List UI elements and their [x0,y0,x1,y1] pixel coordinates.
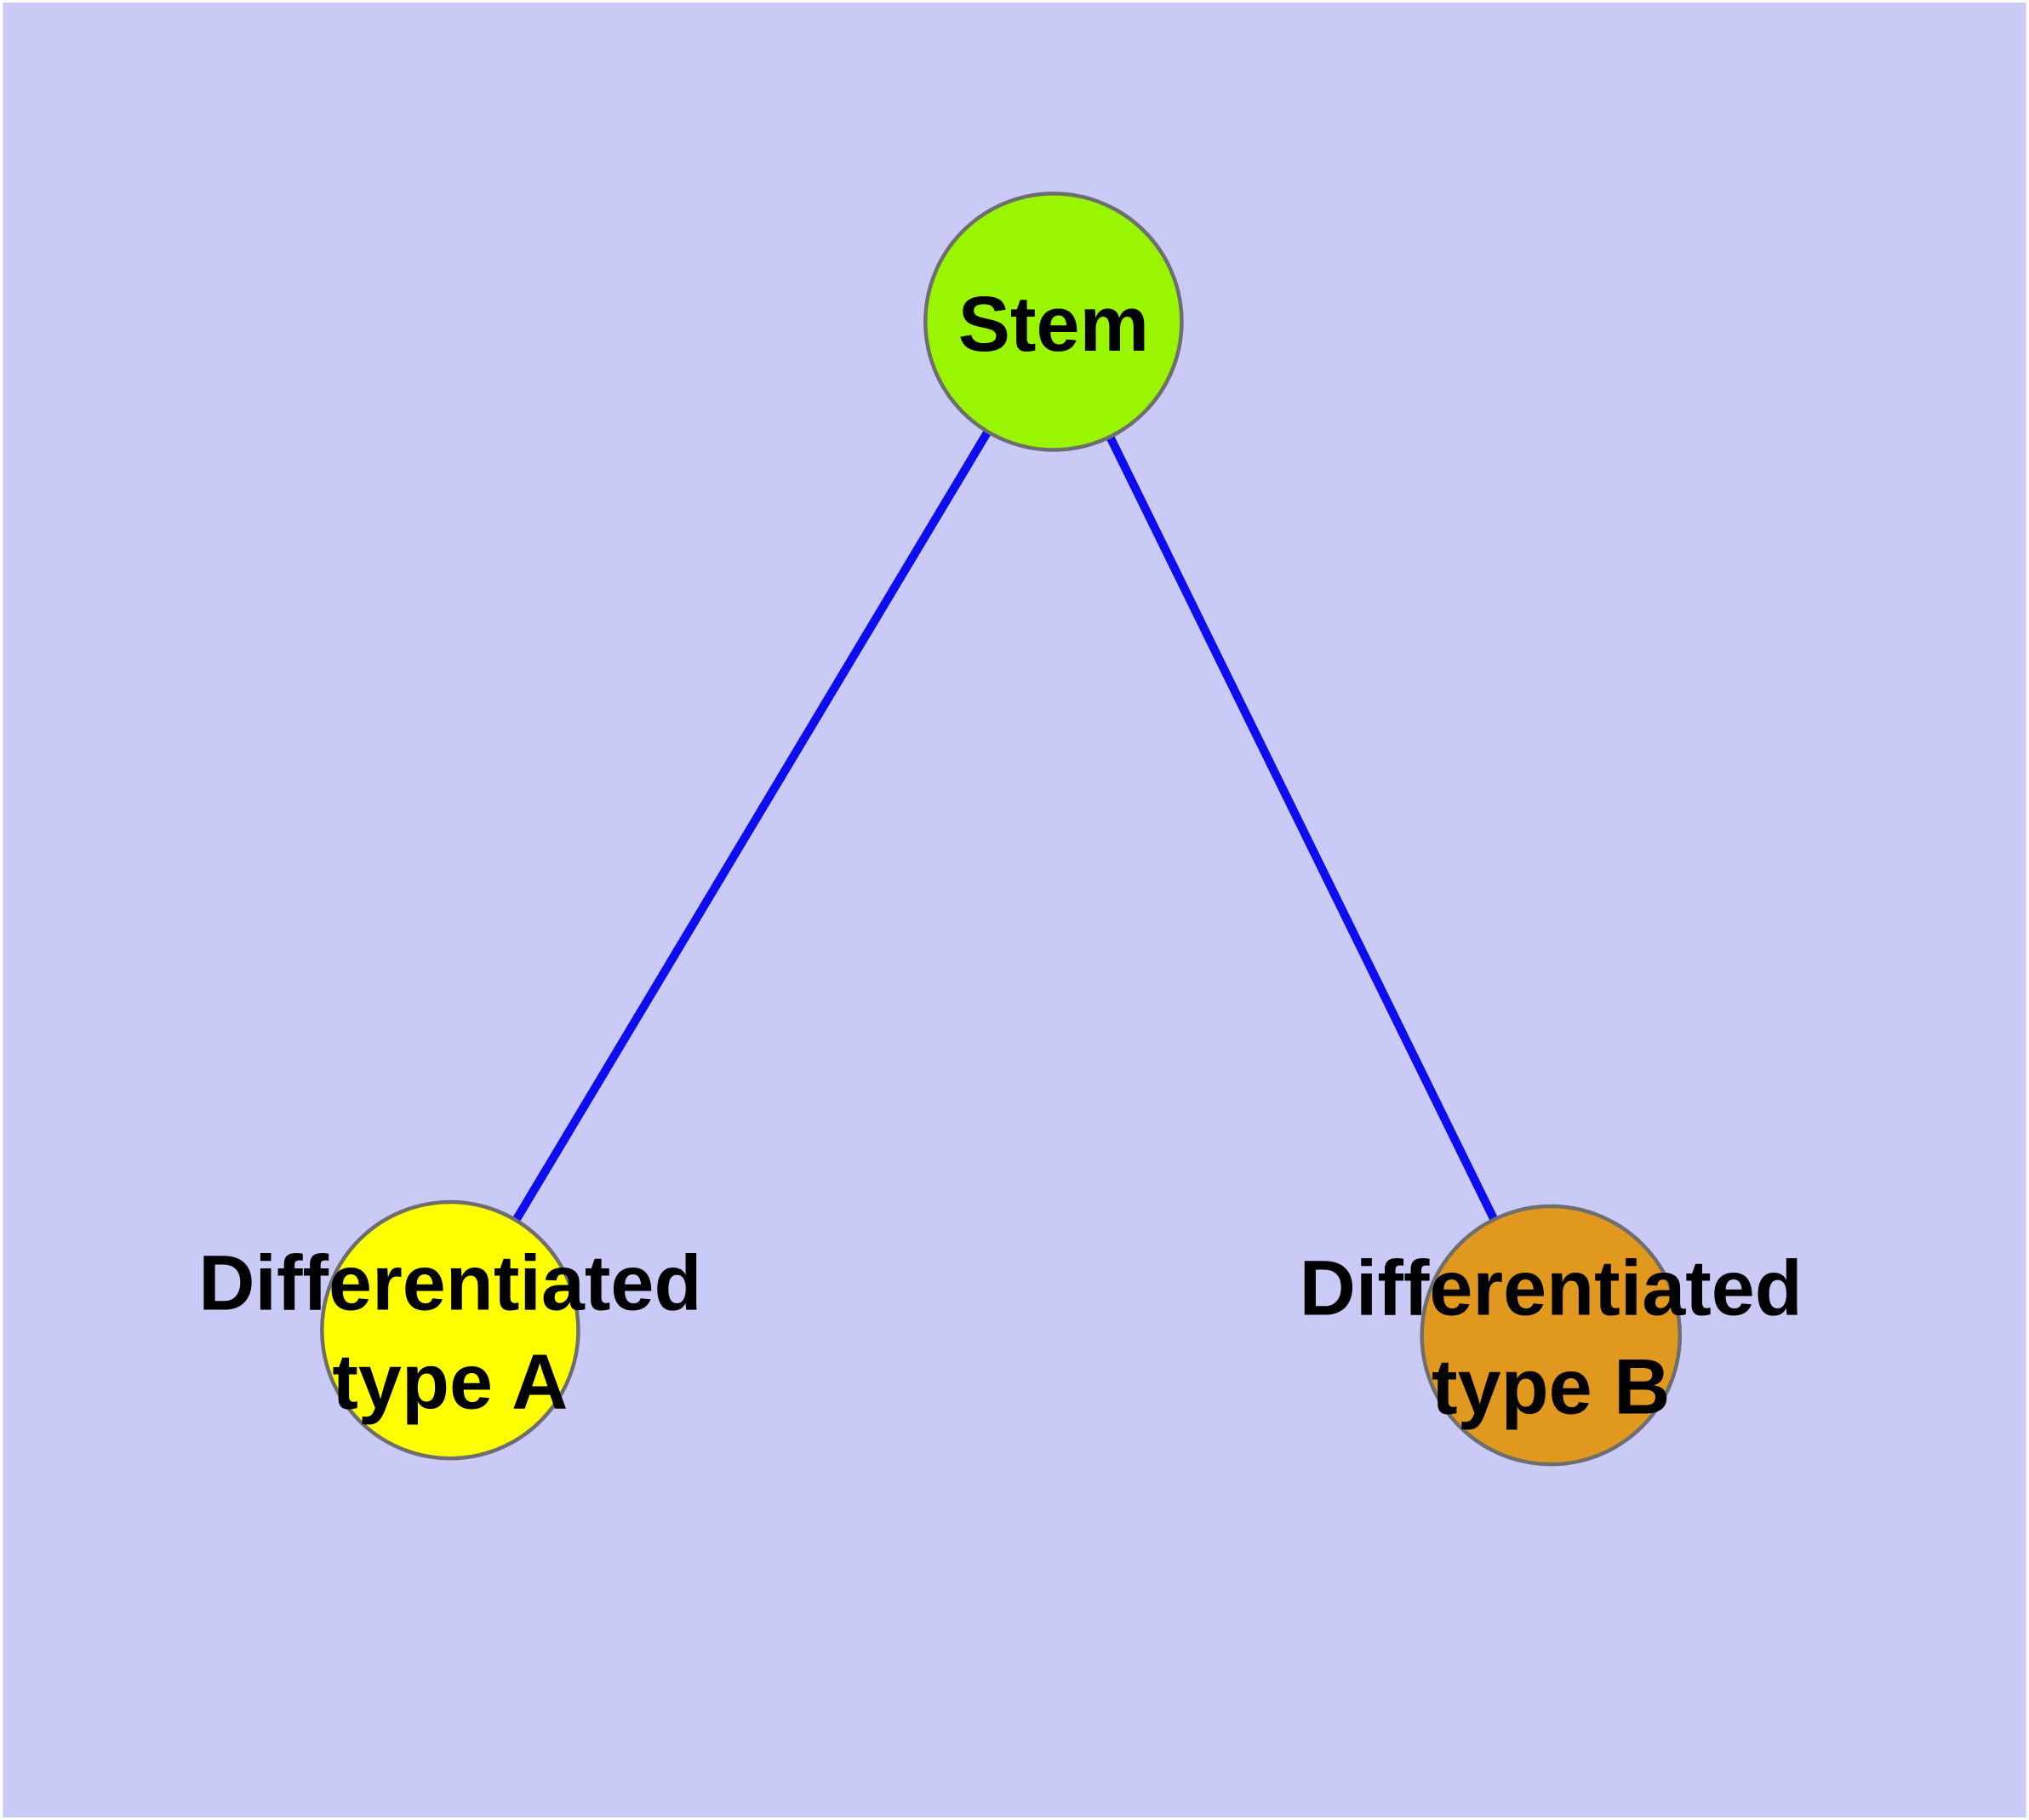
edge-stem-type-a[interactable] [446,319,1058,1333]
node-type-a[interactable] [320,1199,580,1461]
node-label-type-b: Differentiated type B [1300,1245,1803,1431]
node-label-line: type B [1432,1343,1670,1430]
edge-stem-type-b[interactable] [1049,319,1555,1337]
node-label-stem: Stem [958,281,1149,368]
node-type-b[interactable] [1420,1204,1683,1467]
node-label-type-a: Differentiated type A [198,1240,701,1426]
node-label-line: type A [332,1338,568,1425]
node-label-line: Differentiated [1300,1245,1803,1332]
node-label-line: Differentiated [198,1240,701,1327]
node-label-line: Stem [958,281,1149,368]
node-stem[interactable] [923,192,1184,452]
